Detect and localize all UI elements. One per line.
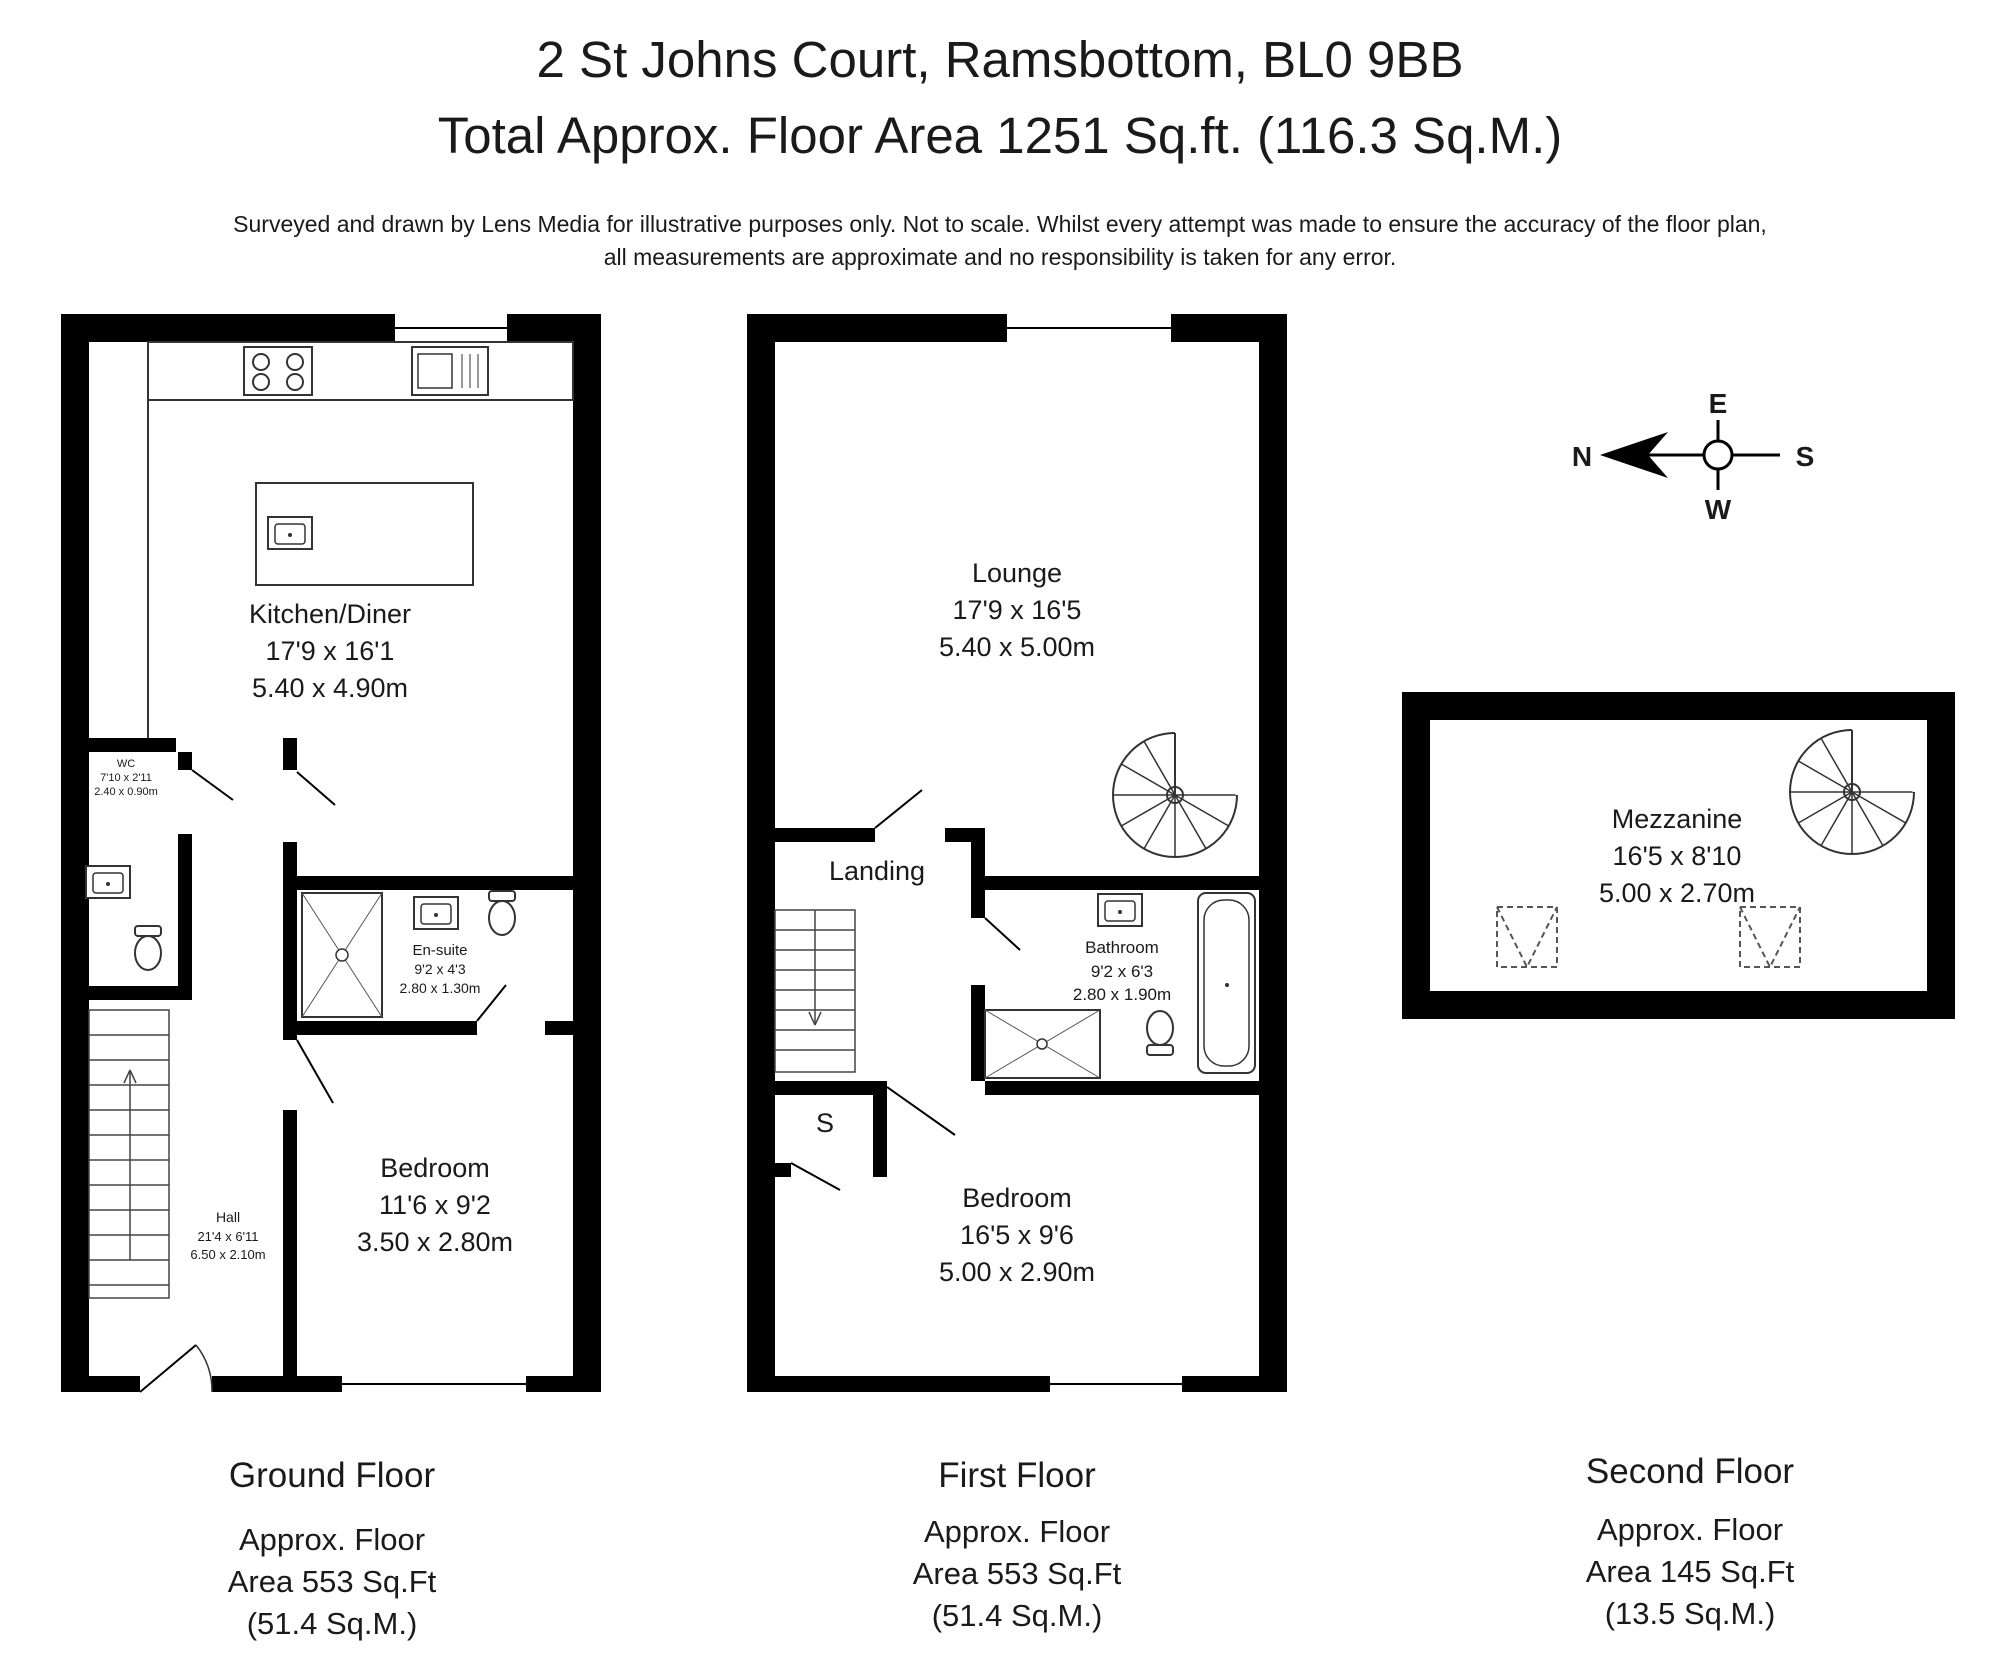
wc-metric: 2.40 x 0.90m [94,786,158,798]
first-floor-area-line3: (51.4 Sq.M.) [931,1598,1103,1633]
compass-east: E [1709,388,1728,419]
second-floor-label: Second Floor [1585,1452,1795,1491]
first-floor-label: First Floor [938,1456,1096,1495]
lounge-name: Lounge [972,558,1062,588]
disclaimer-line-2: all measurements are approximate and no … [603,244,1397,270]
compass-south: S [1796,441,1815,472]
ensuite-name: En-suite [412,942,467,959]
landing-name: Landing [829,856,925,886]
lounge-metric: 5.40 x 5.00m [939,632,1095,662]
wc-imperial: 7'10 x 2'11 [100,772,152,784]
first-floor-area-line1: Approx. Floor [923,1514,1111,1549]
ground-bedroom-name: Bedroom [380,1153,490,1183]
second-floor-area-line3: (13.5 Sq.M.) [1604,1596,1776,1631]
ground-floor-area-line3: (51.4 Sq.M.) [246,1606,418,1641]
property-address: 2 St Johns Court, Ramsbottom, BL0 9BB [536,31,1464,88]
hall-imperial: 21'4 x 6'11 [197,1229,258,1244]
ensuite-imperial: 9'2 x 4'3 [414,961,465,977]
compass-west: W [1705,494,1732,525]
ground-bedroom-imperial: 11'6 x 9'2 [379,1190,491,1220]
second-floor-area-line1: Approx. Floor [1596,1512,1784,1547]
hall-metric: 6.50 x 2.10m [190,1247,265,1262]
second-floor-area-line2: Area 145 Sq.Ft [1585,1554,1795,1589]
total-floor-area: Total Approx. Floor Area 1251 Sq.ft. (11… [437,107,1563,164]
store-name: S [816,1108,834,1138]
mezzanine-imperial: 16'5 x 8'10 [1613,841,1742,871]
ensuite-metric: 2.80 x 1.30m [400,980,481,996]
lounge-imperial: 17'9 x 16'5 [953,595,1082,625]
kitchen-metric: 5.40 x 4.90m [252,673,408,703]
first-bedroom-imperial: 16'5 x 9'6 [960,1220,1074,1250]
wc-name: WC [117,758,135,770]
bathroom-metric: 2.80 x 1.90m [1073,985,1171,1004]
compass-north: N [1572,441,1592,472]
mezzanine-metric: 5.00 x 2.70m [1599,878,1755,908]
compass-icon: N E S W [1572,388,1814,525]
bathroom-imperial: 9'2 x 6'3 [1091,962,1153,981]
first-bedroom-name: Bedroom [962,1183,1072,1213]
first-floor-area-line2: Area 553 Sq.Ft [912,1556,1122,1591]
first-bedroom-metric: 5.00 x 2.90m [939,1257,1095,1287]
ground-floor-plan: Kitchen/Diner 17'9 x 16'1 5.40 x 4.90m W… [61,314,601,1393]
hall-name: Hall [216,1209,240,1225]
kitchen-imperial: 17'9 x 16'1 [266,636,395,666]
kitchen-name: Kitchen/Diner [249,599,411,629]
ground-floor-area-line1: Approx. Floor [238,1522,426,1557]
mezzanine-name: Mezzanine [1612,804,1743,834]
ground-floor-area-line2: Area 553 Sq.Ft [227,1564,437,1599]
bathroom-name: Bathroom [1085,938,1159,957]
disclaimer-line-1: Surveyed and drawn by Lens Media for ill… [233,211,1767,237]
ground-bedroom-metric: 3.50 x 2.80m [357,1227,513,1257]
ground-floor-label: Ground Floor [228,1456,436,1495]
second-floor-plan: Mezzanine 16'5 x 8'10 5.00 x 2.70m [1402,692,1955,1019]
first-floor-plan: Lounge 17'9 x 16'5 5.40 x 5.00m Landing … [747,314,1287,1392]
